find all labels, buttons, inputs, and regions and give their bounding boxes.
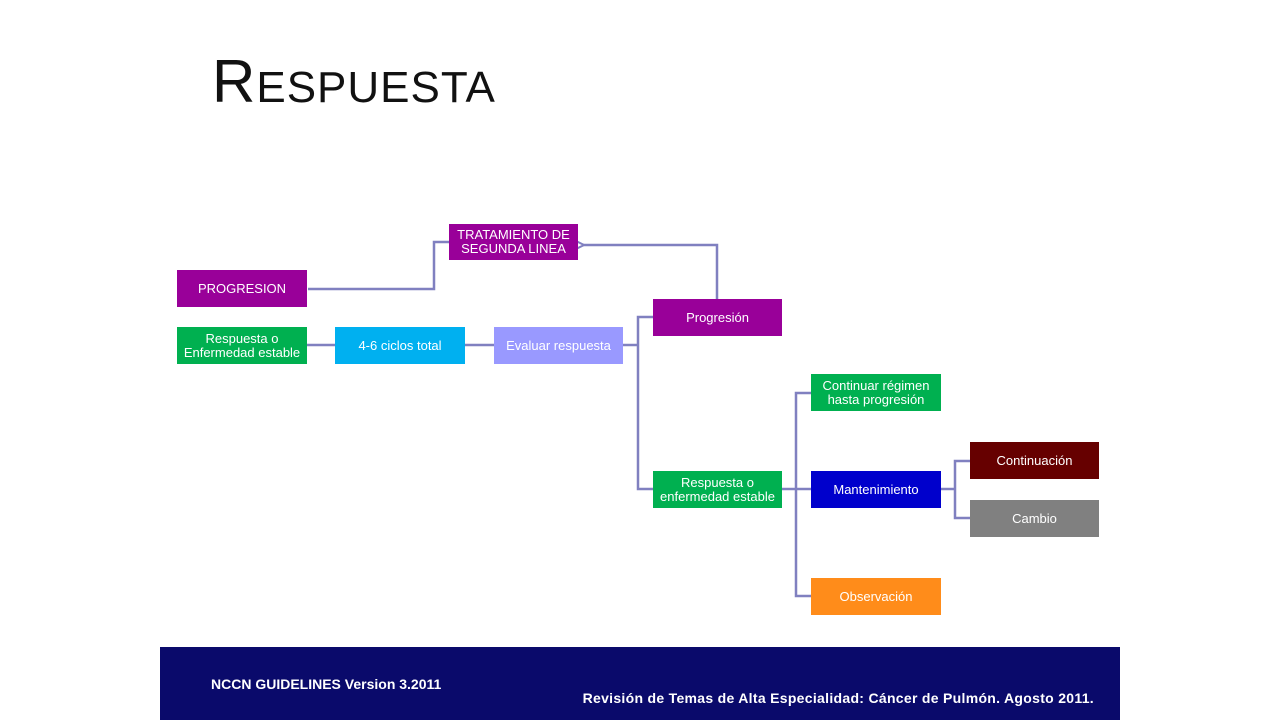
node-continuar: Continuar régimen hasta progresión xyxy=(811,374,941,411)
node-observacion: Observación xyxy=(811,578,941,615)
node-continuacion: Continuación xyxy=(970,442,1099,479)
node-segunda-linea: TRATAMIENTO DE SEGUNDA LINEA xyxy=(449,224,578,260)
node-evaluar: Evaluar respuesta xyxy=(494,327,623,364)
connector-respuesta-bracket-top xyxy=(794,391,811,598)
node-respuesta-estable-left: Respuesta o Enfermedad estable xyxy=(177,327,307,364)
connector-mantenimiento-bracket xyxy=(953,459,970,520)
node-ciclos: 4-6 ciclos total xyxy=(335,327,465,364)
connector-progresion-segunda xyxy=(308,240,449,291)
footer-bar: NCCN GUIDELINES Version 3.2011 Revisión … xyxy=(160,647,1120,720)
node-cambio: Cambio xyxy=(970,500,1099,537)
connector-evaluar-bracket xyxy=(636,315,653,491)
title-rest: ESPUESTA xyxy=(256,63,496,112)
node-progresion-right: Progresión xyxy=(653,299,782,336)
node-respuesta-estable-right: Respuesta o enfermedad estable xyxy=(653,471,782,508)
node-progresion-left: PROGRESION xyxy=(177,270,307,307)
footer-citation: Revisión de Temas de Alta Especialidad: … xyxy=(582,690,1094,706)
slide-title: RESPUESTA xyxy=(212,52,496,112)
node-mantenimiento: Mantenimiento xyxy=(811,471,941,508)
title-initial: R xyxy=(212,48,257,115)
footer-guidelines: NCCN GUIDELINES Version 3.2011 xyxy=(211,676,442,692)
connector-progresion-arrow xyxy=(583,245,719,299)
